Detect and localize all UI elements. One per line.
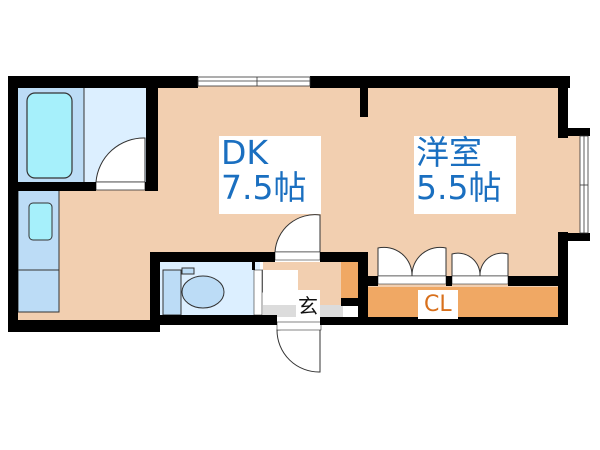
closet-door-track-2 (451, 275, 509, 285)
toilet-bowl-icon (181, 275, 225, 309)
toilet-handle (181, 267, 195, 275)
kitchen-sink (28, 202, 53, 241)
toilet-door-opening (253, 269, 263, 316)
closet-floor (368, 287, 558, 322)
closet-label: CL (418, 290, 458, 319)
front-door-opening (276, 321, 322, 331)
bay-window-icon (579, 135, 589, 234)
front-door-swing-icon (276, 324, 321, 373)
dk-room-size: 7.5帖 (221, 167, 307, 207)
top-window-icon (197, 76, 311, 87)
entrance-label: 玄 (296, 290, 320, 319)
walls (8, 76, 590, 332)
dk-door-swing-icon (274, 214, 321, 253)
dk-room-name: DK (221, 133, 269, 172)
bathtub (26, 92, 73, 179)
western-room-label: 洋室 5.5帖 (414, 133, 516, 214)
dk-door-opening (274, 251, 321, 261)
closet-door-track-1 (377, 275, 447, 285)
toilet-tank (162, 269, 182, 316)
western-room-name: 洋室 (416, 133, 482, 172)
bathroom-door-swing-icon (95, 137, 146, 183)
bathroom-door-opening (95, 181, 146, 191)
dk-label: DK 7.5帖 (219, 133, 321, 214)
western-room-size: 5.5帖 (416, 167, 502, 207)
shoe-cabinet (341, 262, 359, 300)
